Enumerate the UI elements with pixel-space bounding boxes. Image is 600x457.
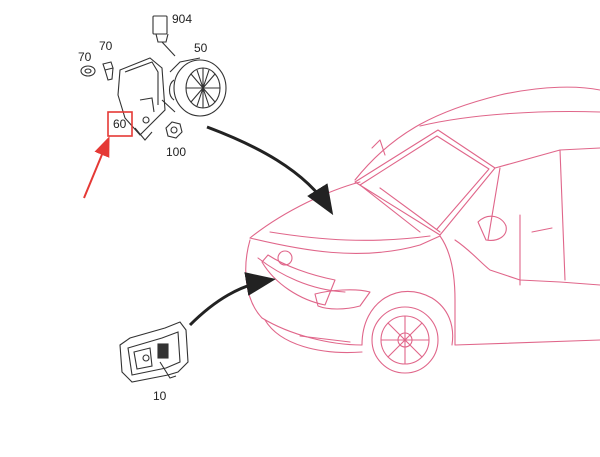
vehicle-outline [245, 86, 600, 374]
highlight-box [107, 111, 133, 137]
arrow-to-front [188, 272, 276, 327]
callout-904: 904 [172, 12, 192, 26]
connector-part [152, 15, 176, 57]
latch-part [119, 321, 189, 383]
callout-70-right: 70 [99, 39, 113, 53]
highlight-arrow [83, 136, 110, 199]
callout-10: 10 [153, 389, 167, 403]
callout-50: 50 [194, 41, 208, 55]
bracket-part [117, 57, 166, 141]
arrow-to-hood [206, 125, 334, 216]
callout-100: 100 [166, 145, 186, 159]
screw-part [102, 61, 114, 81]
callout-70-left: 70 [78, 50, 92, 64]
callout-60: 60 [113, 117, 127, 131]
nut-part [165, 121, 183, 139]
washer-part [80, 65, 96, 77]
blower-motor-part [161, 57, 227, 117]
